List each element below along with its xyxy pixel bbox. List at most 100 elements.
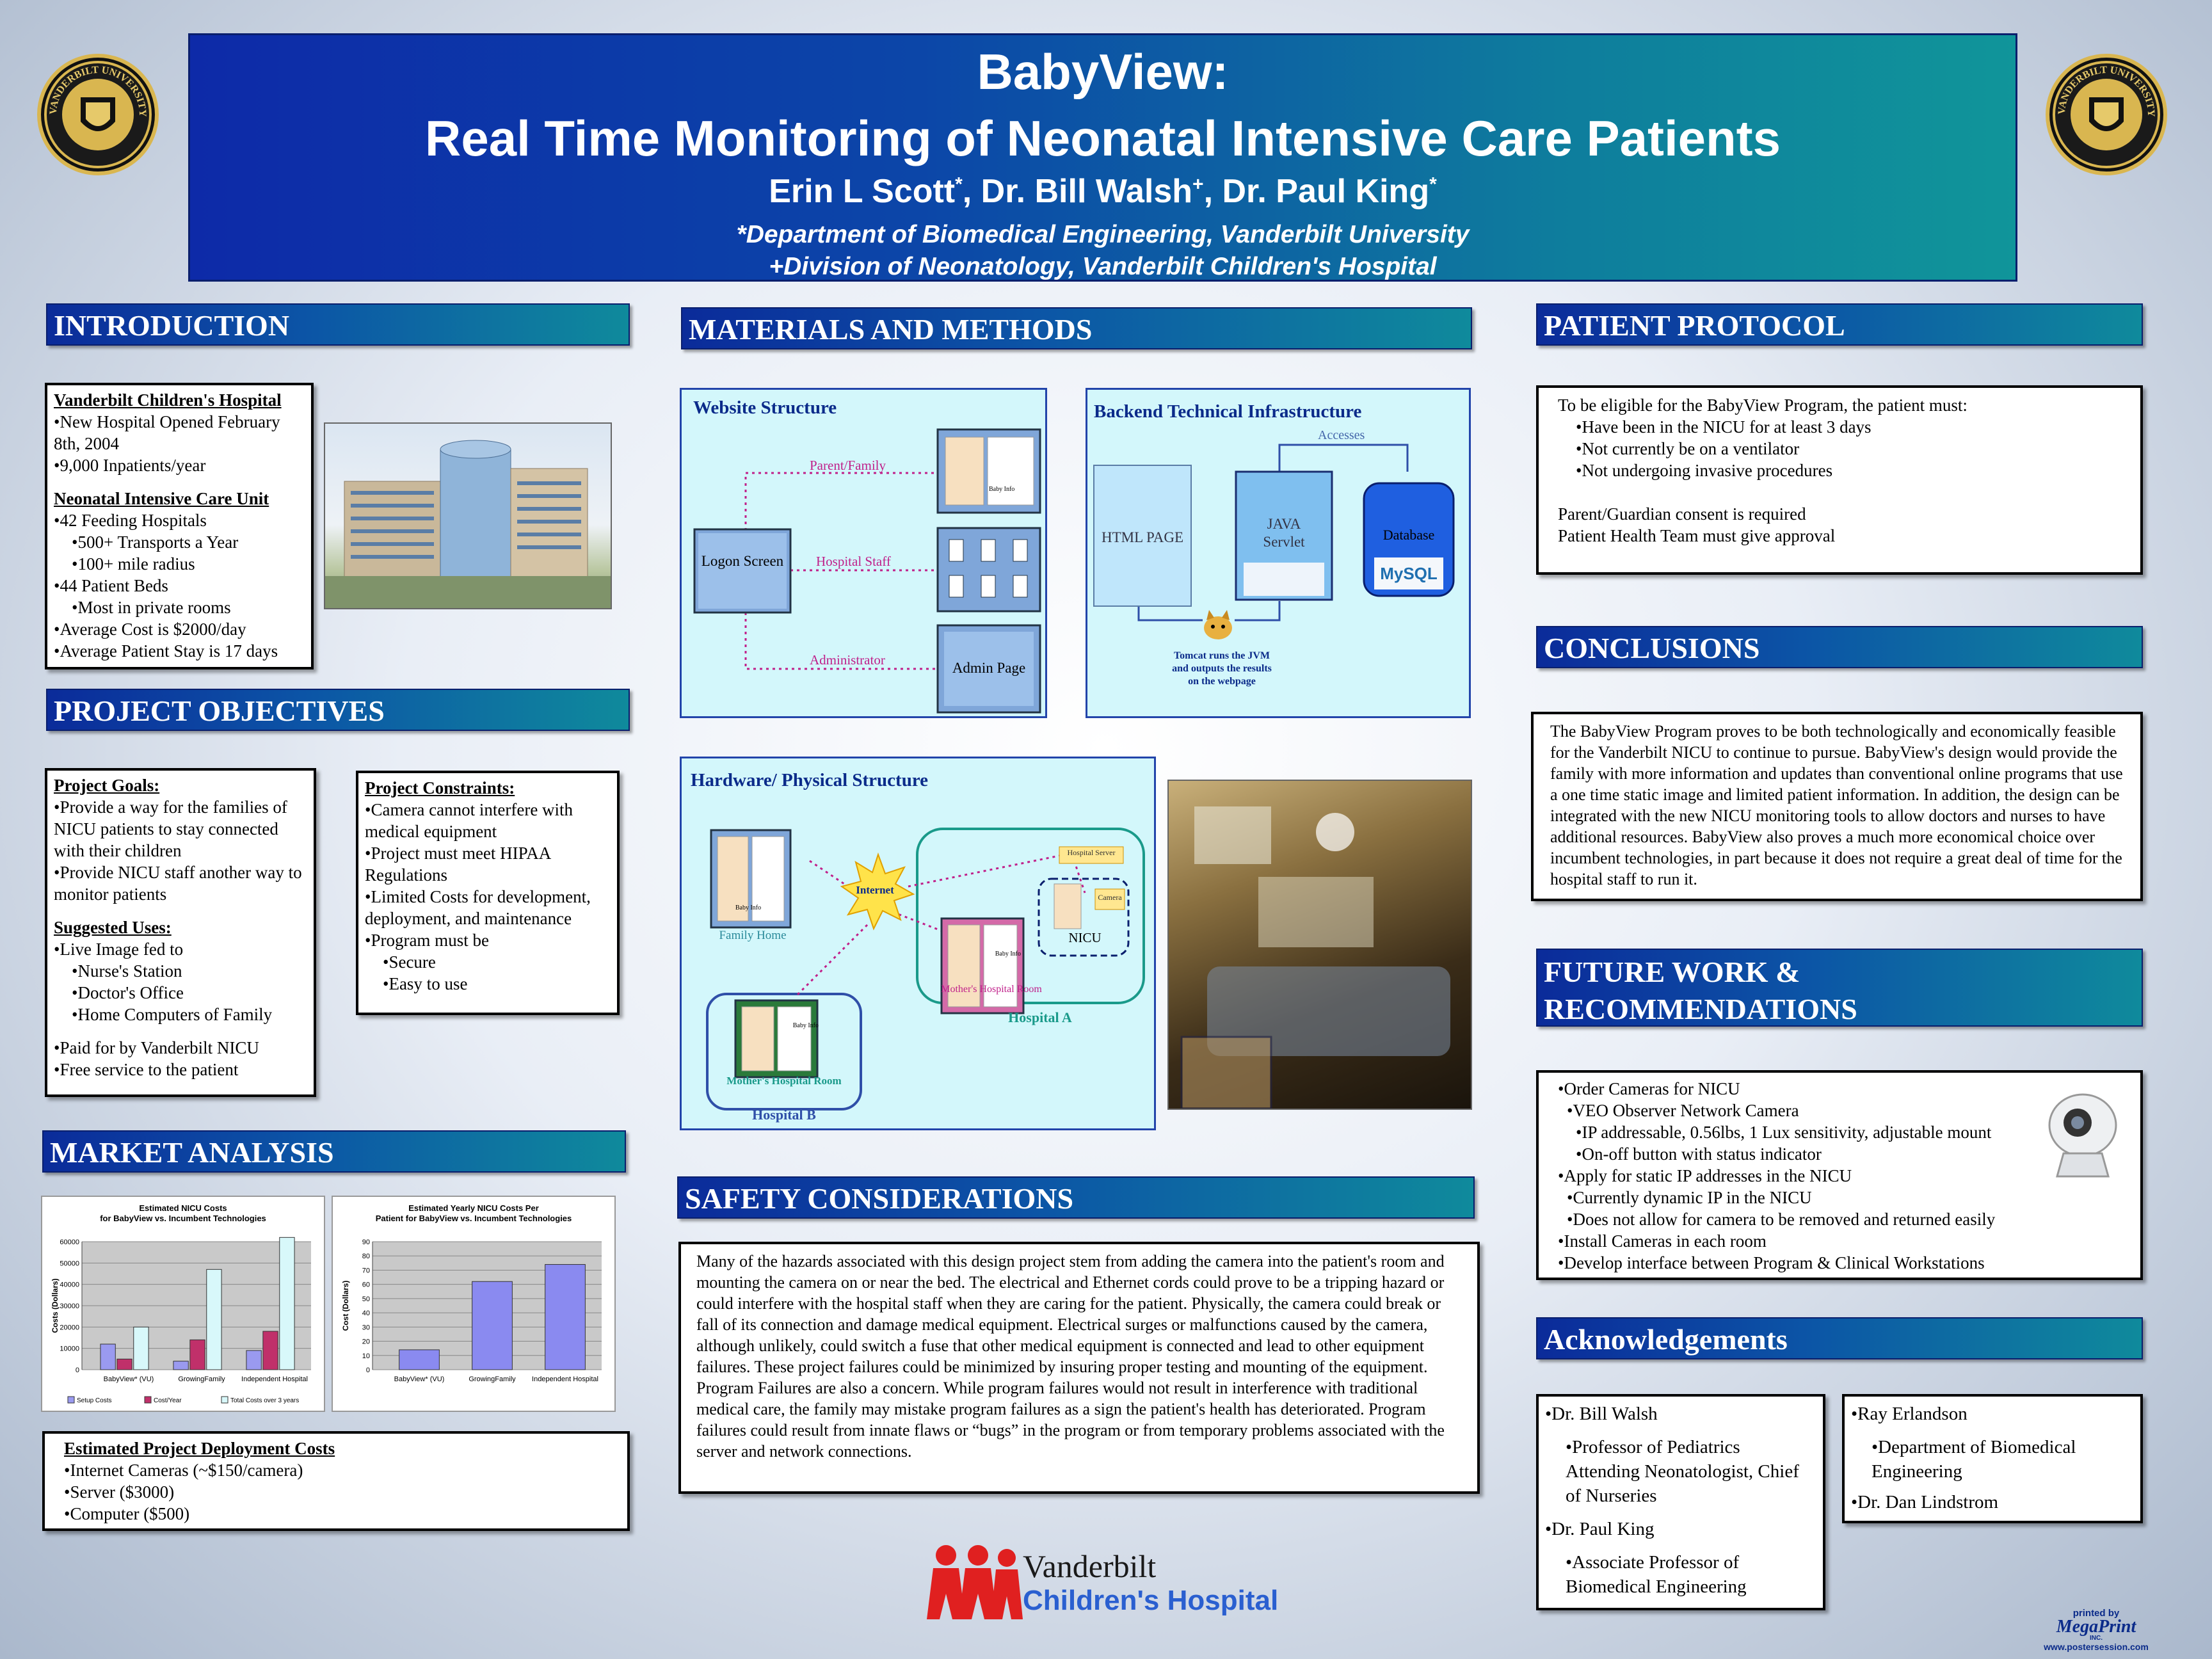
bar — [189, 1339, 205, 1370]
printer-inc: INC. — [2090, 1635, 2103, 1642]
logo-childrens-hospital: Children's Hospital — [1023, 1585, 1279, 1616]
x-tick-label: Independent Hospital — [532, 1375, 598, 1383]
future-item: •Does not allow for camera to be removed… — [1567, 1210, 1996, 1229]
bar — [133, 1326, 149, 1370]
affiliation-2: +Division of Neonatology, Vanderbilt Chi… — [769, 253, 1437, 280]
objectives-header: PROJECT OBJECTIVES — [46, 689, 630, 731]
protocol-approval: Patient Health Team must give approval — [1558, 526, 1836, 545]
internet-label: Internet — [856, 884, 894, 896]
bar — [472, 1281, 513, 1370]
y-tick-label: 10000 — [60, 1345, 79, 1353]
future-box: •Order Cameras for NICU•VEO Observer Net… — [1536, 1070, 2143, 1280]
ack-walsh-role: •Professor of Pediatrics Attending Neona… — [1566, 1437, 1799, 1506]
website-structure-panel: Website Structure Logon Screen Parent/Fa… — [680, 388, 1047, 718]
parent-family-link: Parent/Family — [810, 458, 886, 473]
internet-burst-icon — [840, 852, 915, 931]
legend-swatch — [67, 1396, 75, 1404]
constraint-4: •Program must be — [365, 931, 489, 950]
logon-screen-label: Logon Screen — [701, 553, 784, 569]
chart-title-line2: Patient for BabyView vs. Incumbent Techn… — [376, 1214, 572, 1223]
printer-url: www.postersession.com — [2044, 1642, 2149, 1652]
baby-info-label: Baby Info — [989, 486, 1015, 493]
y-tick-label: 60000 — [60, 1238, 79, 1246]
future-header: FUTURE WORK & RECOMMENDATIONS — [1536, 949, 2143, 1027]
bar — [173, 1361, 189, 1370]
safety-header: SAFETY CONSIDERATIONS — [677, 1176, 1475, 1219]
poster-title-line1: BabyView: — [977, 44, 1229, 100]
y-tick-label: 10 — [362, 1352, 370, 1360]
future-item: •Currently dynamic IP in the NICU — [1567, 1188, 1812, 1207]
hospital-server-label: Hospital Server — [1067, 848, 1116, 857]
website-structure-title: Website Structure — [693, 397, 837, 418]
nicu-item-7: •Average Patient Stay is 17 days — [54, 641, 278, 661]
java-servlet-label: JAVA Servlet — [1263, 516, 1305, 550]
safety-box: Many of the hazards associated with this… — [678, 1242, 1480, 1494]
hospital-title: Vanderbilt Children's Hospital — [54, 390, 282, 410]
intro-box: Vanderbilt Children's Hospital •New Hosp… — [45, 383, 314, 669]
logo-vanderbilt: Vanderbilt — [1023, 1548, 1157, 1584]
nicu-title: Neonatal Intensive Care Unit — [54, 489, 269, 508]
legend-label: Total Costs over 3 years — [230, 1397, 299, 1404]
childrens-figures-icon — [927, 1545, 1023, 1619]
hardware-title: Hardware/ Physical Structure — [691, 770, 929, 790]
y-tick-label: 70 — [362, 1267, 370, 1274]
hw-baby-info-3: Baby Info — [792, 1022, 819, 1029]
seal-left-icon: VANDERBILT UNIVERSITY — [44, 61, 152, 168]
ack-erlandson: •Ray Erlandson — [1851, 1404, 1968, 1424]
tomcat-icon — [1204, 610, 1232, 639]
constraints-title: Project Constraints: — [365, 778, 515, 797]
bar — [100, 1343, 116, 1370]
hardware-panel: Hardware/ Physical Structure Internet Ba… — [680, 757, 1156, 1130]
hospital-item-1: •New Hospital Opened February 8th, 2004 — [54, 412, 280, 453]
deploy-item-1: •Internet Cameras (~$150/camera) — [64, 1461, 303, 1480]
market-header: MARKET ANALYSIS — [42, 1130, 626, 1173]
ack-king-role: •Associate Professor of Biomedical Engin… — [1566, 1552, 1747, 1597]
website-structure-diagram — [693, 428, 1041, 714]
constraints-box: Project Constraints: •Camera cannot inte… — [356, 771, 620, 1015]
conclusions-header: CONCLUSIONS — [1536, 626, 2143, 668]
hospital-b-label: Hospital B — [752, 1107, 816, 1123]
x-tick-label: Independent Hospital — [241, 1375, 308, 1383]
author-scott: Erin L Scott — [769, 173, 956, 210]
ack-king: •Dr. Paul King — [1545, 1519, 1655, 1539]
mothers-room-a-label: Mother's Hospital Room — [941, 984, 1042, 995]
legend-swatch — [144, 1396, 152, 1404]
nicu-item-2: •500+ Transports a Year — [72, 533, 239, 552]
chart-title: Estimated Yearly NICU Costs Per — [408, 1203, 539, 1213]
legend-label: Cost/Year — [154, 1397, 182, 1404]
hospital-building-image — [324, 422, 612, 609]
y-tick-label: 90 — [362, 1238, 370, 1246]
author-scott-mark: * — [955, 173, 963, 195]
paid-1: •Paid for by Vanderbilt NICU — [54, 1038, 259, 1057]
constraint-1: •Camera cannot interfere with medical eq… — [365, 800, 573, 841]
x-tick-label: BabyView* (VU) — [104, 1375, 154, 1383]
conclusions-box: The BabyView Program proves to be both t… — [1531, 712, 2143, 901]
deploy-costs-box: Estimated Project Deployment Costs •Inte… — [42, 1431, 630, 1531]
y-tick-label: 40000 — [60, 1281, 79, 1289]
backend-title: Backend Technical Infrastructure — [1094, 401, 1362, 422]
y-tick-label: 50 — [362, 1295, 370, 1303]
poster-authors: Erin L Scott*, Dr. Bill Walsh+, Dr. Paul… — [190, 172, 2016, 211]
hw-baby-info-1: Baby Info — [735, 904, 762, 911]
y-tick-label: 0 — [76, 1366, 79, 1374]
x-tick-label: BabyView* (VU) — [394, 1375, 445, 1383]
legend-label: Setup Costs — [77, 1397, 111, 1404]
y-tick-label: 20000 — [60, 1324, 79, 1331]
title-banner: BabyView: Real Time Monitoring of Neonat… — [188, 33, 2017, 282]
safety-paragraph-1: Many of the hazards associated with this… — [696, 1252, 1445, 1376]
protocol-intro: To be eligible for the BabyView Program,… — [1558, 396, 1968, 415]
vanderbilt-seal-left: VANDERBILT UNIVERSITY — [37, 54, 159, 175]
camera-label: Camera — [1098, 893, 1122, 902]
y-tick-label: 60 — [362, 1281, 370, 1289]
protocol-box: To be eligible for the BabyView Program,… — [1536, 385, 2143, 575]
hw-baby-info-2: Baby Info — [995, 950, 1021, 958]
goal-1: •Provide a way for the families of NICU … — [54, 797, 287, 860]
protocol-item-2: •Not currently be on a ventilator — [1576, 439, 1800, 458]
uses-title: Suggested Uses: — [54, 918, 172, 937]
future-item: •Order Cameras for NICU — [1558, 1079, 1740, 1098]
use-2: •Nurse's Station — [72, 961, 182, 981]
goal-2: •Provide NICU staff another way to monit… — [54, 863, 302, 904]
